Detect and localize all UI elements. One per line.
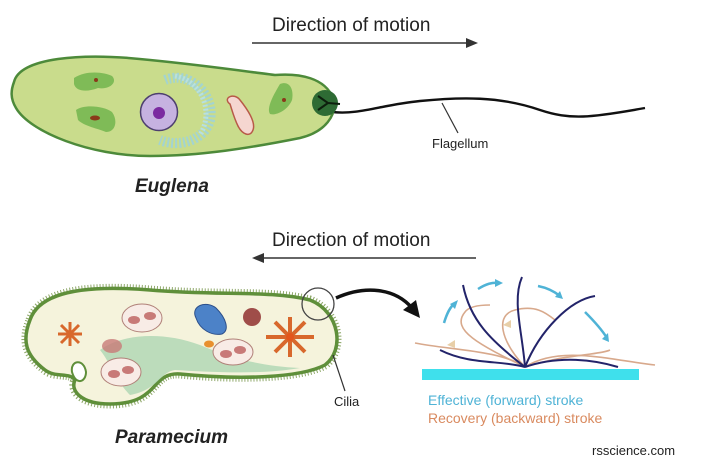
cytoproct <box>70 361 88 382</box>
mitochondrion <box>226 95 255 136</box>
legend-recovery-stroke: Recovery (backward) stroke <box>428 410 602 426</box>
cilia-pointer <box>332 354 346 392</box>
paramecium-name: Paramecium <box>115 427 228 448</box>
flagellum <box>331 97 646 118</box>
flagellum-label: Flagellum <box>432 136 488 151</box>
credit-text: rsscience.com <box>592 443 675 458</box>
effective-stroke-lines <box>439 276 619 368</box>
euglena-name: Euglena <box>135 176 209 197</box>
micronucleus <box>243 308 261 326</box>
small-vacuole <box>204 340 214 348</box>
food-vacuole <box>212 338 254 366</box>
forming-food-vacuole <box>102 339 122 353</box>
food-vacuole <box>100 357 142 387</box>
recovery-stroke-lines <box>414 304 656 368</box>
euglena-cell <box>10 55 341 158</box>
macronucleus <box>194 303 227 335</box>
legend-effective-stroke: Effective (forward) stroke <box>428 392 584 408</box>
arrow-head-icon <box>403 300 420 318</box>
endoplasmic-reticulum <box>158 72 216 149</box>
oral-groove <box>100 335 300 395</box>
magnify-circle <box>301 287 335 321</box>
flagellum-pointer <box>441 102 459 134</box>
food-vacuole <box>121 303 163 333</box>
cilia-label: Cilia <box>334 394 360 409</box>
arrow-heads <box>450 279 609 342</box>
paramecium-direction-label: Direction of motion <box>272 230 430 251</box>
golgi <box>174 73 209 137</box>
chloroplast-spot <box>94 78 98 82</box>
chloroplast <box>74 72 115 91</box>
contractile-vacuole <box>266 317 314 357</box>
effective-arrows <box>442 281 609 339</box>
contractile-vacuole <box>58 322 82 346</box>
euglena-direction-label: Direction of motion <box>272 15 430 36</box>
paramecium-direction: Direction of motion <box>252 230 476 263</box>
nucleolus <box>153 107 165 119</box>
cilia-stroke-detail <box>414 276 656 380</box>
paramecium-cell <box>21 283 342 409</box>
chloroplast <box>268 83 293 115</box>
chloroplast-spot <box>282 98 286 102</box>
callout-arrow <box>335 288 414 310</box>
chloroplast-spot <box>90 115 100 121</box>
cell-surface-bar <box>422 369 639 380</box>
euglena-direction: Direction of motion <box>252 15 478 48</box>
flagellum-base <box>317 95 341 111</box>
arrow-left-icon <box>252 253 264 263</box>
arrow-right-icon <box>466 38 478 48</box>
recovery-arrows <box>447 320 511 348</box>
